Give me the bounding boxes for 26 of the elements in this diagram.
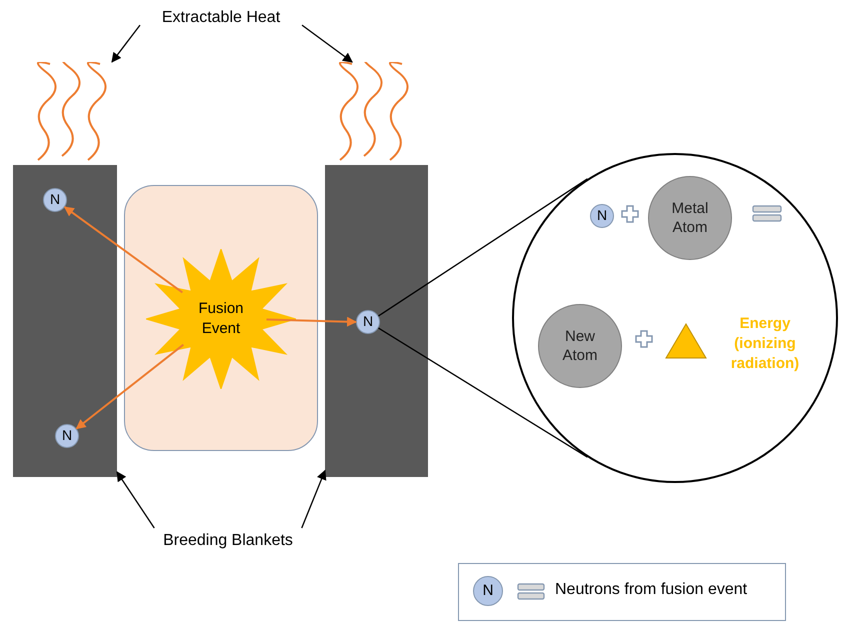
neutron: N (590, 204, 614, 228)
energy-label: Energy (ionizing radiation) (730, 314, 800, 374)
arrow (111, 24, 141, 63)
neutron-swatch: N (473, 576, 503, 606)
arrow (301, 470, 326, 528)
legend-text: Neutrons from fusion event (555, 581, 748, 599)
neutron: N (356, 310, 380, 334)
arrow (64, 206, 183, 294)
plasma-chamber (124, 185, 318, 451)
breeding-blanket (325, 165, 428, 477)
energy-triangle (665, 323, 707, 359)
text-label: Breeding Blankets (150, 528, 306, 554)
node-label: Metal Atom (670, 199, 710, 237)
text-label: Extractable Heat (140, 4, 302, 32)
arrow (76, 344, 184, 430)
magnifier-line (378, 327, 588, 458)
arrow (302, 24, 353, 63)
node-label: New Atom (561, 327, 598, 365)
arrow (266, 316, 357, 327)
fusion-burst (146, 249, 296, 389)
node-label: Fusion Event (197, 299, 245, 339)
neutron: N (55, 424, 79, 448)
neutron: N (43, 188, 67, 212)
arrow (116, 471, 155, 528)
breeding-blanket (13, 165, 117, 477)
magnifier-line (378, 178, 588, 317)
